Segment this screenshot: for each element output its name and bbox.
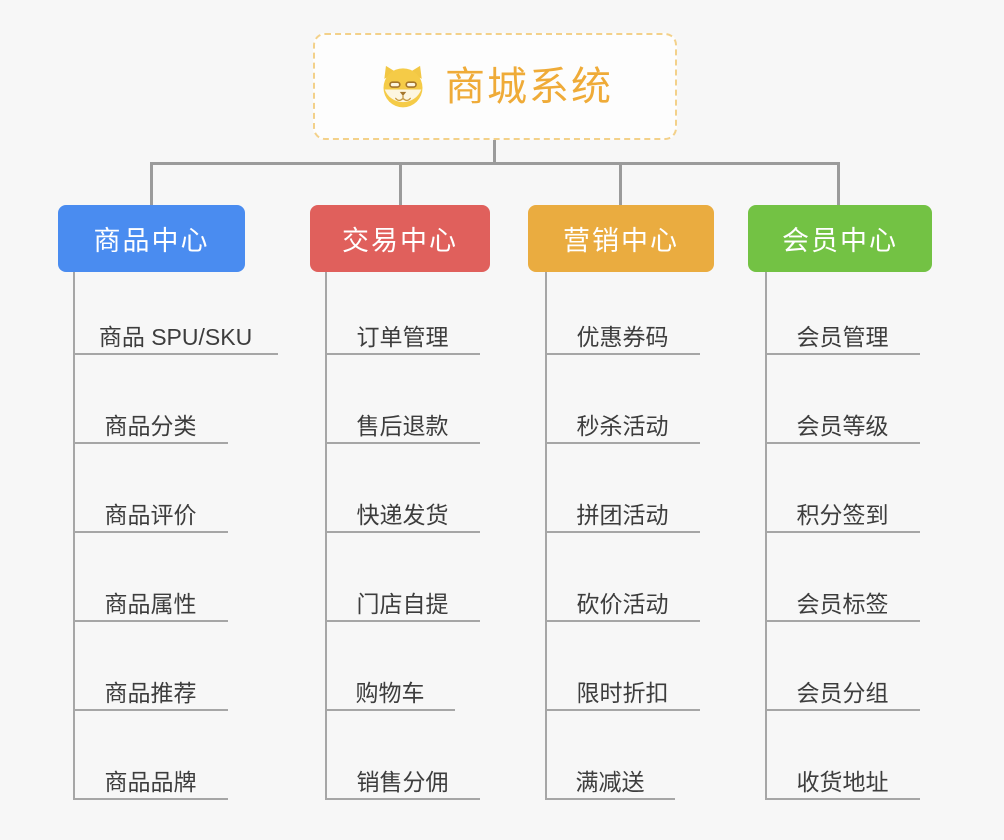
leaf-item[interactable]: 订单管理 (325, 298, 480, 355)
category-title: 商品中心 (93, 226, 210, 256)
shiba-dog-icon (383, 65, 423, 107)
leaf-item[interactable]: 会员等级 (765, 387, 920, 444)
leaf-item[interactable]: 售后退款 (325, 387, 480, 444)
leaf-item[interactable]: 秒杀活动 (545, 387, 700, 444)
connector-drop-2 (399, 162, 402, 206)
category-title: 营销中心 (563, 226, 679, 256)
leaf-label: 拼团活动 (576, 501, 669, 528)
leaf-label: 优惠券码 (576, 323, 669, 350)
trunk-line-0 (73, 272, 75, 800)
leaf-label: 购物车 (355, 679, 425, 706)
leaf-item[interactable]: 商品 SPU/SKU (73, 298, 278, 355)
leaf-label: 会员管理 (796, 323, 889, 350)
leaf-label: 商品品牌 (104, 768, 197, 795)
leaf-label: 砍价活动 (576, 590, 669, 617)
leaf-item[interactable]: 砍价活动 (545, 565, 700, 622)
category-title: 交易中心 (342, 226, 458, 256)
leaf-label: 满减送 (575, 768, 645, 795)
leaf-label: 会员标签 (796, 590, 889, 617)
leaf-label: 门店自提 (356, 590, 449, 617)
leaf-label: 快递发货 (356, 501, 449, 528)
leaf-label: 售后退款 (356, 412, 449, 439)
category-header-2[interactable]: 营销中心 (528, 205, 714, 272)
leaf-item[interactable]: 购物车 (325, 654, 455, 711)
connector-drop-4 (837, 162, 840, 206)
leaf-label: 会员等级 (796, 412, 889, 439)
leaf-label: 会员分组 (796, 679, 889, 706)
leaf-item[interactable]: 积分签到 (765, 476, 920, 533)
leaf-label: 商品分类 (104, 412, 197, 439)
leaf-label: 收货地址 (796, 768, 889, 795)
leaf-label: 订单管理 (356, 323, 449, 350)
leaf-label: 积分签到 (796, 501, 889, 528)
leaf-item[interactable]: 商品品牌 (73, 743, 228, 800)
leaf-item[interactable]: 商品评价 (73, 476, 228, 533)
leaf-item[interactable]: 收货地址 (765, 743, 920, 800)
leaf-label: 秒杀活动 (576, 412, 669, 439)
leaf-item[interactable]: 限时折扣 (545, 654, 700, 711)
root-title: 商城系统 (445, 64, 613, 109)
leaf-label: 商品 SPU/SKU (98, 323, 253, 350)
connector-drop-1 (150, 162, 153, 206)
connector-root-stem (493, 140, 496, 164)
connector-bus (150, 162, 840, 165)
leaf-item[interactable]: 会员管理 (765, 298, 920, 355)
leaf-label: 限时折扣 (576, 679, 669, 706)
trunk-line-1 (325, 272, 327, 800)
leaf-label: 商品评价 (104, 501, 197, 528)
leaf-label: 商品推荐 (104, 679, 197, 706)
leaf-item[interactable]: 拼团活动 (545, 476, 700, 533)
leaf-item[interactable]: 会员分组 (765, 654, 920, 711)
leaf-item[interactable]: 销售分佣 (325, 743, 480, 800)
trunk-line-2 (545, 272, 547, 800)
leaf-item[interactable]: 商品属性 (73, 565, 228, 622)
root-node[interactable]: 商城系统 (313, 33, 677, 140)
category-header-3[interactable]: 会员中心 (748, 205, 932, 272)
category-header-0[interactable]: 商品中心 (58, 205, 245, 272)
leaf-item[interactable]: 商品推荐 (73, 654, 228, 711)
leaf-item[interactable]: 商品分类 (73, 387, 228, 444)
leaf-item[interactable]: 快递发货 (325, 476, 480, 533)
connector-drop-3 (619, 162, 622, 206)
leaf-item[interactable]: 优惠券码 (545, 298, 700, 355)
category-header-1[interactable]: 交易中心 (310, 205, 490, 272)
leaf-item[interactable]: 会员标签 (765, 565, 920, 622)
category-title: 会员中心 (782, 226, 898, 256)
leaf-item[interactable]: 满减送 (545, 743, 675, 800)
leaf-label: 销售分佣 (356, 768, 449, 795)
leaf-item[interactable]: 门店自提 (325, 565, 480, 622)
leaf-label: 商品属性 (104, 590, 197, 617)
trunk-line-3 (765, 272, 767, 800)
